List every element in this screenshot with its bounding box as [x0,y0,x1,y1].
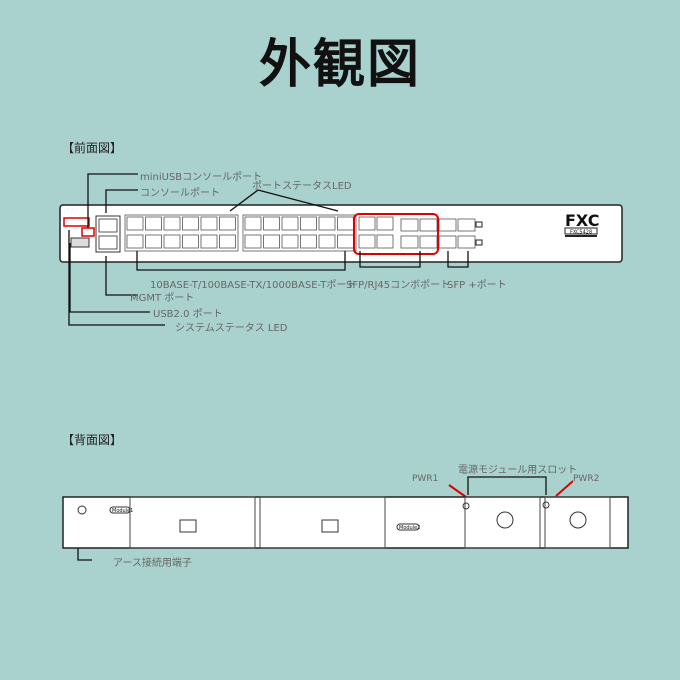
combo-rj45-port [376,234,394,249]
sfp-port [400,218,419,232]
rj45-port [244,216,262,231]
sfp-port [457,235,476,249]
front-heading: 【前面図】 [62,141,123,155]
rj45-port [281,234,299,249]
module1-slot [129,496,256,549]
label-pwr2: PWR2 [573,474,600,484]
psu1-slot [464,496,541,549]
combo-rj45-port [376,216,394,231]
brand-logo: FXC [565,211,599,230]
combo-rj45-port [358,234,376,249]
sfp-port [457,218,476,232]
rj45-port [219,234,236,249]
label-base-t: 10BASE-T/100BASE-TX/1000BASE-Tポート [150,280,357,291]
module2-label: Module2 [399,525,420,531]
rj45-port [263,234,280,249]
label-pwr1: PWR1 [412,474,439,484]
rj45-port [300,216,317,231]
label-sfp-plus: SFP +ポート [447,280,507,291]
module1-label: Module1 [112,508,133,514]
model-label: FXC5428 [570,230,592,236]
rj45-port [200,234,218,249]
rj45-port [281,216,299,231]
front-chassis [59,204,623,263]
sys-led-highlight [63,217,90,227]
port-block-1 [124,214,239,252]
label-mgmt: MGMT ポート [130,293,195,304]
rj45-port [145,234,162,249]
rear-heading: 【背面図】 [62,433,123,447]
rj45-port [300,234,317,249]
rj45-port [163,216,181,231]
rj45-port [126,234,144,249]
page-title: 外観図 [258,35,421,95]
sfp-port [400,235,419,249]
rj45-port [318,234,336,249]
rj45-port [263,216,280,231]
label-combo: SFP/RJ45コンボポート [346,280,451,291]
combo-highlight [353,213,439,255]
label-console: コンソールポート [140,188,220,199]
rj45-port [126,216,144,231]
rj45-port [145,216,162,231]
label-usb: USB2.0 ポート [153,309,223,320]
rj45-port [318,216,336,231]
rear-chassis [62,496,629,549]
label-ground: アース接続用端子 [113,558,192,569]
rj45-port [244,234,262,249]
rj45-port [163,234,181,249]
rj45-port [182,216,199,231]
psu2-slot [544,496,611,549]
rj45-port [200,216,218,231]
combo-rj45-port [358,216,376,231]
rj45-port [219,216,236,231]
rj45-port [182,234,199,249]
label-sys-led: システムステータス LED [175,323,288,334]
label-psu-slot: 電源モジュール用スロット [458,465,578,476]
label-port-led: ポートステータスLED [252,181,352,192]
label-mini-usb: miniUSBコンソールポート [140,172,263,183]
module2-slot [259,496,386,549]
port-block-2 [242,214,357,252]
